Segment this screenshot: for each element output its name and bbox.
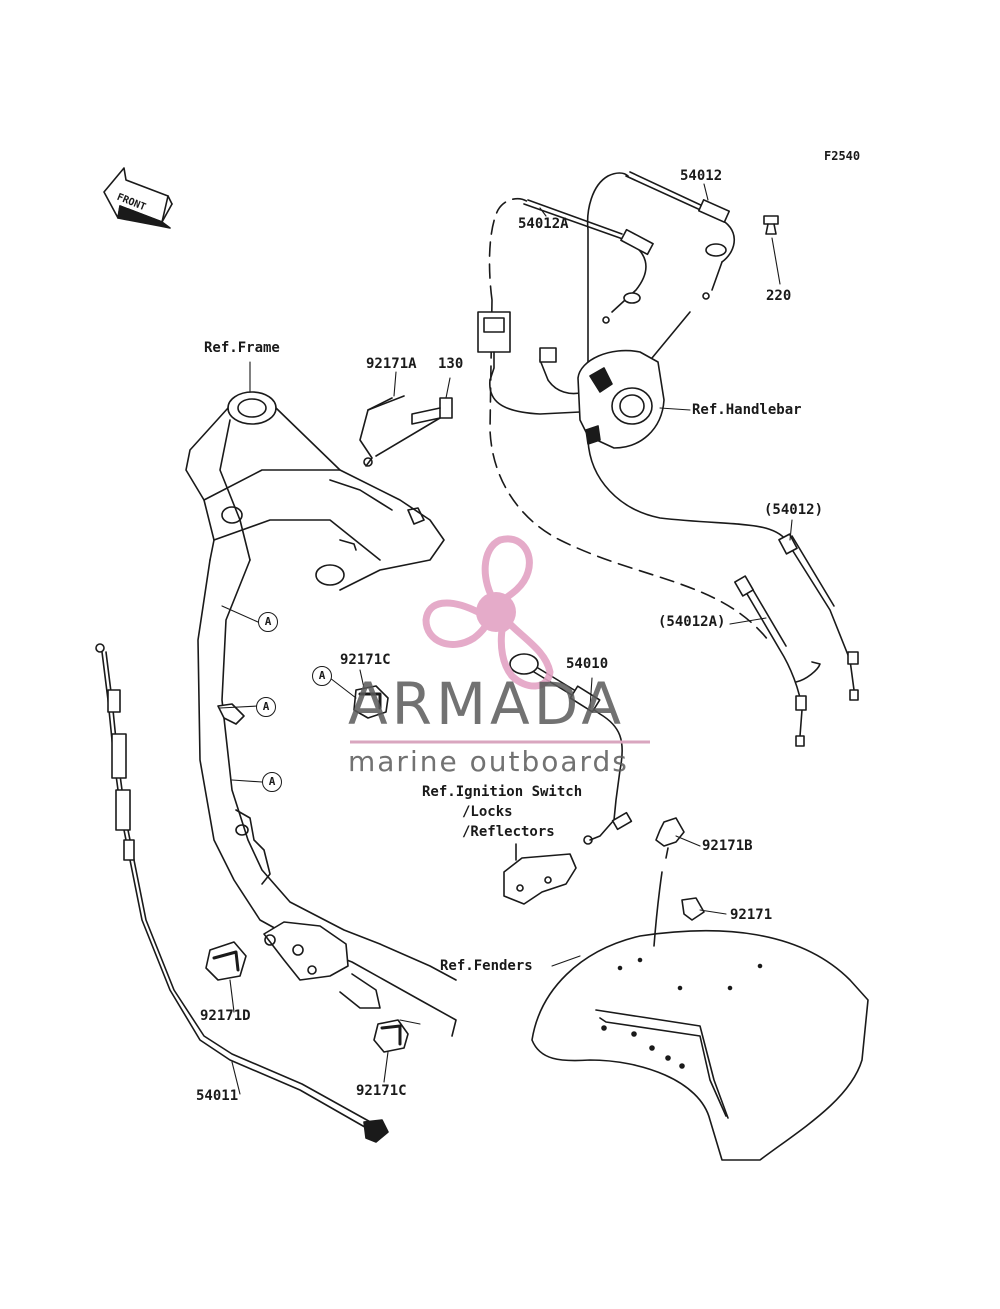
label-ref-ignition-3: /Reflectors: [462, 824, 555, 840]
label-92171a: 92171A: [366, 356, 417, 372]
label-54012-paren: (54012): [764, 502, 824, 518]
label-54011: 54011: [196, 1088, 239, 1104]
label-ref-fenders: Ref.Fenders: [440, 958, 533, 974]
throttle-cable-54012a: [523, 199, 654, 324]
bolt-130-icon: [411, 397, 453, 425]
clamp-92171a: [359, 395, 405, 467]
leader-lines: [219, 183, 793, 1095]
cable-end-54012a: [734, 575, 821, 747]
front-arrow-icon: [103, 167, 173, 229]
label-220: 220: [766, 288, 792, 304]
clamp-92171: [681, 897, 705, 921]
label-92171c-bottom: 92171C: [356, 1083, 407, 1099]
label-92171: 92171: [730, 907, 773, 923]
handlebar-switch-housing: [577, 311, 691, 449]
clamp-92171d: [205, 941, 247, 981]
label-54012a-paren: (54012A): [658, 614, 726, 630]
callout-a-1: A: [258, 612, 278, 632]
bolt-220-icon: [763, 215, 779, 235]
frame-rear-mount: [263, 921, 381, 1009]
clamp-92171c-top: [353, 685, 389, 719]
switch-harness: [489, 379, 581, 415]
callout-a-2: A: [256, 697, 276, 717]
cable-routing-solid-54012: [586, 172, 787, 541]
clutch-cable-54011: [95, 643, 389, 1143]
propeller-logo: [422, 535, 554, 690]
label-92171b: 92171B: [702, 838, 753, 854]
frame-downtube: [197, 559, 457, 1037]
label-92171c-top: 92171C: [340, 652, 391, 668]
clamp-92171b: [655, 817, 685, 859]
connector-block: [477, 311, 511, 381]
label-130: 130: [438, 356, 464, 372]
label-54012a: 54012A: [518, 216, 569, 232]
label-92171d: 92171D: [200, 1008, 251, 1024]
cable-routing-dashed-54012a: [488, 197, 769, 641]
label-54012: 54012: [680, 168, 723, 184]
frame-body: [185, 391, 445, 591]
label-ref-ignition-1: Ref.Ignition Switch: [422, 784, 583, 800]
ignition-bracket: [503, 843, 577, 905]
rear-fender: [531, 871, 869, 1161]
cable-end-54012: [778, 533, 859, 701]
clamp-pointer-a1: [217, 703, 245, 725]
clamp-92171c-bottom: [373, 1019, 409, 1053]
watermark-tagline: marine outboards: [348, 745, 629, 778]
label-ref-ignition-2: /Locks: [462, 804, 513, 820]
label-ref-frame: Ref.Frame: [204, 340, 280, 356]
callout-a-3: A: [262, 772, 282, 792]
label-54010: 54010: [566, 656, 609, 672]
throttle-cable-54012: [625, 171, 735, 300]
label-ref-handlebar: Ref.Handlebar: [692, 402, 802, 418]
callout-a-4: A: [312, 666, 332, 686]
watermark-brand: ARMADA: [348, 670, 626, 738]
figure-code: F2540: [824, 149, 861, 163]
